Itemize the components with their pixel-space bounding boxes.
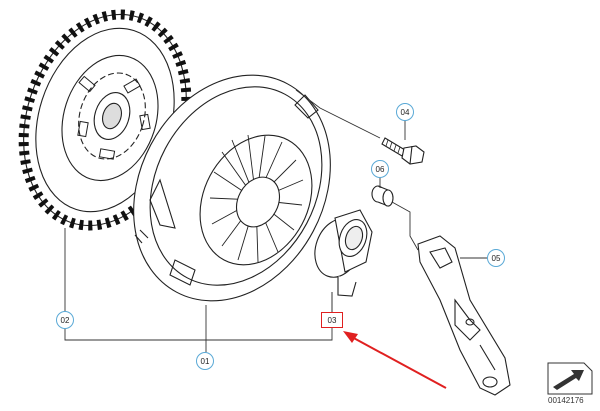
view-direction-icon (547, 362, 593, 395)
callout-02[interactable]: 02 (56, 311, 74, 329)
callout-05[interactable]: 05 (487, 249, 505, 267)
release-fork (417, 235, 511, 396)
callout-06[interactable]: 06 (371, 160, 389, 178)
bushing (371, 185, 394, 207)
release-bearing (314, 209, 373, 297)
callout-01[interactable]: 01 (196, 352, 214, 370)
pressure-plate (133, 74, 331, 302)
callout-04[interactable]: 04 (396, 103, 414, 121)
red-arrow-icon (343, 331, 447, 389)
document-number: 00142176 (548, 396, 584, 405)
clutch-disc (18, 9, 192, 231)
callout-03[interactable]: 03 (321, 312, 343, 328)
bolt (381, 137, 425, 165)
